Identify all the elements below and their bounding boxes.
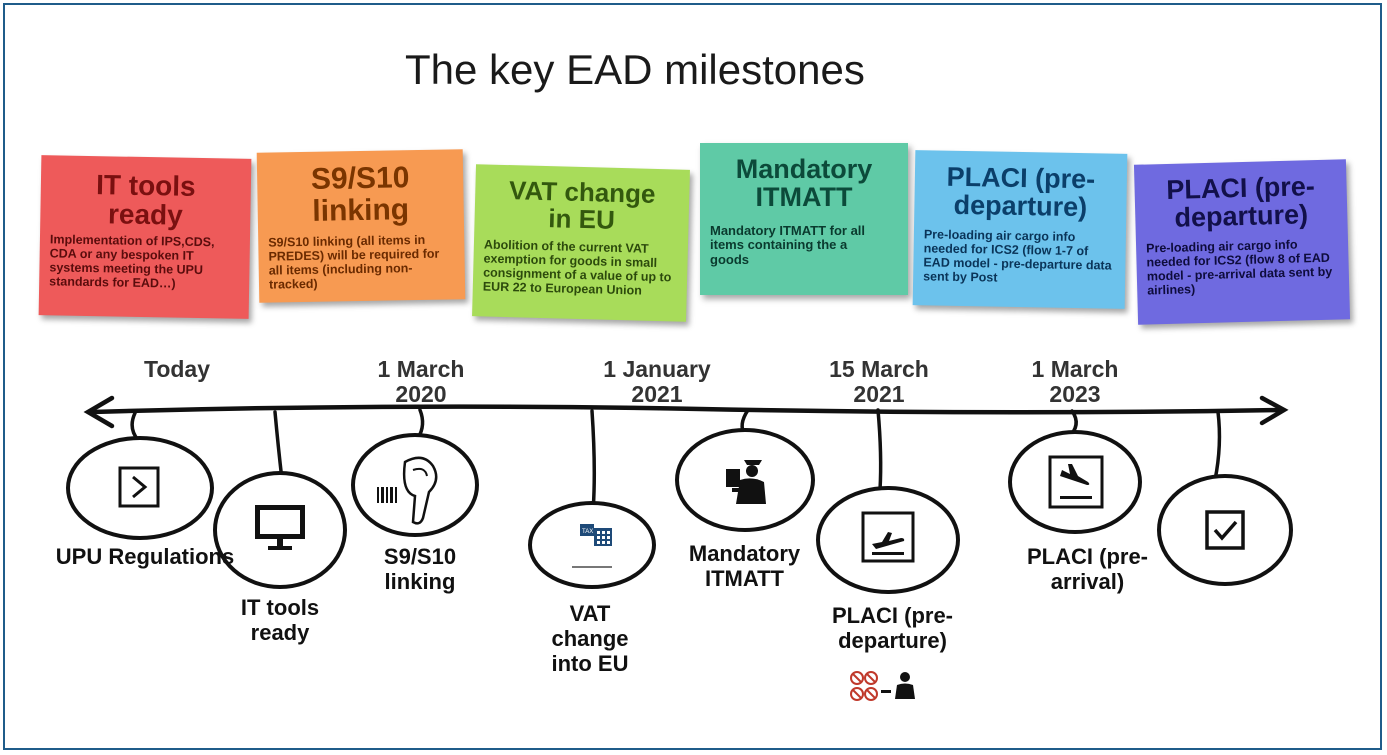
timeline-label-line: Today [143,356,211,382]
timeline-label-line: 1 March [377,356,465,382]
timeline-label-line: 15 March [829,356,929,382]
circle-it-tools [213,471,347,589]
milestone-label-placi-arr: PLACI (pre-arrival) [1027,544,1148,594]
arrival-plane-icon [1048,455,1104,509]
milestone-label-placi-dep: PLACI (pre-departure) [832,603,953,653]
customs-officer-icon [726,460,766,504]
milestone-label-upu: UPU Regulations [55,544,235,569]
milestone-label-itmatt: Mandatory ITMATT [688,541,801,591]
timeline-label-today: Today [92,356,262,382]
circle-upu [66,436,214,540]
slide-frame [3,3,1382,750]
timeline-label-line: 2021 [853,381,905,408]
prohibited-items-icon [850,671,878,701]
page-title: The key EAD milestones [405,46,865,93]
security-officer-icon [881,672,915,699]
monitor-icon [255,505,305,550]
milestone-label-s9s10: S9/S10 linking [383,544,457,594]
milestone-label-vat: VAT change into EU [551,601,629,676]
timeline-label-january-2021: 1 January 2021 [572,356,742,408]
timeline-label-march-2023: 1 March 2023 [990,356,1160,408]
timeline-label-line: 2021 [631,381,683,408]
timeline-label-line: 1 January [603,356,711,382]
timeline-label-line: 2023 [1049,381,1101,408]
note-body: Mandatory ITMATT for all items containin… [710,222,866,267]
timeline-label-march-2020: 1 March 2020 [336,356,506,408]
barcode-scanner-icon [377,456,438,525]
timeline-axis [83,395,1289,429]
tax-calculator-icon: TAX [572,524,612,568]
timeline-label-line: 1 March [1031,356,1119,382]
note-heading: Mandatory ITMATT [735,154,873,213]
note-itmatt: Mandatory ITMATT Mandatory ITMATT for al… [700,143,908,295]
milestone-label-it-tools: IT tools ready [240,595,320,645]
timeline-label-line: 2020 [395,381,447,408]
circle-vat [528,501,656,589]
svg-text:TAX: TAX [582,529,593,535]
terminal-prompt-icon [118,466,160,508]
circle-check [1157,474,1293,586]
departure-plane-icon [861,511,915,563]
timeline-label-march-2021: 15 March 2021 [794,356,964,408]
checkbox-icon [1205,510,1245,550]
